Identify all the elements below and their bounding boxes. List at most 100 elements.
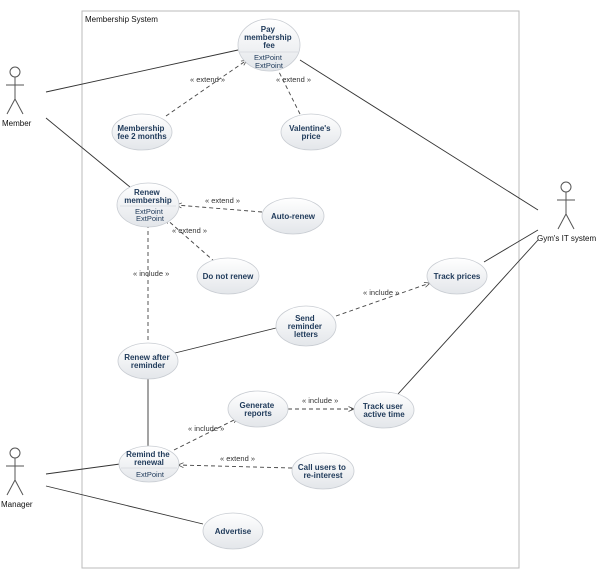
svg-text:Do not renew: Do not renew [203,272,254,281]
label-extend-call: « extend » [220,454,255,463]
use-case-send-reminder-letters[interactable]: Send reminder letters [275,305,337,347]
use-case-shape [280,113,342,151]
ext-point: ExtPoint [135,207,164,216]
uc-line: price [301,132,321,141]
svg-text:ExtPoint ExtPoint: ExtPoint ExtPoint [135,207,165,223]
actor-head [560,181,572,193]
uc-line: Membership [117,124,164,133]
use-case-generate-reports[interactable]: Generate reports [227,390,289,428]
svg-text:Membership fee 2 months: Membership fee 2 months [117,124,167,141]
assoc-track-prices-it [483,229,539,263]
use-case-call-users-to-re-interest[interactable]: Call users to re-interest [291,452,355,490]
actor-head [9,66,21,78]
use-case-pay-fee[interactable]: Pay membership fee ExtPoint ExtPoint [237,18,301,72]
use-case-renew-membership[interactable]: Renew membership ExtPoint ExtPoint [116,182,180,228]
actor-manager[interactable] [6,447,24,496]
uc-line: Send [295,314,315,323]
ext-point: ExtPoint [254,53,283,62]
uc-line: Auto-renew [271,212,316,221]
use-case-shape [291,452,355,490]
actor-leg [565,213,575,230]
ext-auto-renew [176,205,263,213]
actor-leg [6,479,16,496]
label-include-remind: « include » [188,424,224,433]
use-case-shape [118,445,180,483]
system-boundary [81,10,520,569]
label-extend-auto: « extend » [205,196,240,205]
actor-leg [6,98,16,115]
uc-line: Do not renew [203,272,254,281]
use-case-auto-renew[interactable]: Auto-renew [261,197,325,235]
uc-line: reports [244,409,272,418]
uc-line: Pay [261,25,276,34]
svg-text:Track prices: Track prices [434,272,481,281]
actor-gyms-it-system[interactable] [557,181,575,230]
inc-send-track-prices [335,283,430,317]
label-include-renew-after: « include » [133,269,169,278]
assoc-manager-remind [45,463,121,475]
actor-leg [14,479,24,496]
actor-label-it-system: Gym's IT system [537,234,596,243]
ext-point: ExtPoint [255,61,284,70]
use-case-shape [426,257,488,295]
use-case-do-not-renew[interactable]: Do not renew [196,257,260,295]
uc-line: membership [244,33,292,42]
use-case-track-prices[interactable]: Track prices [426,257,488,295]
svg-text:ExtPoint: ExtPoint [136,470,165,479]
svg-text:Advertise: Advertise [215,527,252,536]
uc-line: active time [363,410,405,419]
actor-leg [557,213,567,230]
use-case-track-user-active-time[interactable]: Track user active time [353,391,415,429]
use-case-remind-the-renewal[interactable]: Remind the renewal ExtPoint [118,445,180,483]
assoc-track-user-it [397,239,539,395]
svg-text:Track user active time: Track user active time [363,402,405,419]
svg-text:Call users to re-interes: Call users to re-interest [298,463,348,480]
assoc-send-renew-after [174,327,277,354]
uc-line: letters [294,330,319,339]
ext-call-remind [178,465,293,469]
uc-line: renewal [134,458,164,467]
stereotype-labels: « extend » « extend » « extend » « exten… [133,75,399,463]
inc-remind-generate [173,418,238,451]
ext-valentine-pay [274,62,301,115]
svg-text:Generate reports: Generate reports [240,401,277,418]
use-case-valentines-price[interactable]: Valentine's price [280,113,342,151]
use-case-shape [275,305,337,347]
ext-point: ExtPoint [136,214,165,223]
svg-text:Renew after reminder: Renew after reminder [124,353,172,370]
actor-label-manager: Manager [1,500,33,509]
svg-text:Send reminder lett: Send reminder letters [288,314,324,339]
use-case-renew-after-reminder[interactable]: Renew after reminder [117,342,179,380]
use-case-shape [261,197,325,235]
uc-line: Remind the [126,450,170,459]
uc-line: Renew after [124,353,169,362]
assoc-manager-advertise [45,485,204,525]
use-case-shape [353,391,415,429]
actor-member[interactable] [6,66,24,115]
uc-line: Call users to [298,463,346,472]
use-case-shape [117,342,179,380]
uc-line: membership [124,196,172,205]
actor-label-member: Member [2,119,32,128]
label-include-generate: « include » [302,396,338,405]
use-case-membership-fee-2-months[interactable]: Membership fee 2 months [111,113,173,151]
use-case-advertise[interactable]: Advertise [202,512,264,550]
assoc-member-renew [45,117,131,188]
svg-text:Renew membership: Renew membership [124,188,172,205]
uc-line: Valentine's [289,124,331,133]
use-case-shape [196,257,260,295]
use-case-shape [237,18,301,72]
svg-text:Pay membership fee: Pay membership fee [244,25,294,50]
uc-line: Track prices [434,272,481,281]
label-extend-do-not: « extend » [172,226,207,235]
svg-text:Remind the renewal: Remind the renewal [126,450,172,467]
svg-text:Valentine's price: Valentine's price [289,124,333,141]
uc-line: fee [263,41,275,50]
ext-point: ExtPoint [136,470,165,479]
use-case-shape [111,113,173,151]
actor-leg [14,98,24,115]
dependencies [148,60,430,469]
assoc-member-pay [45,49,239,93]
uc-line: re-interest [303,471,342,480]
